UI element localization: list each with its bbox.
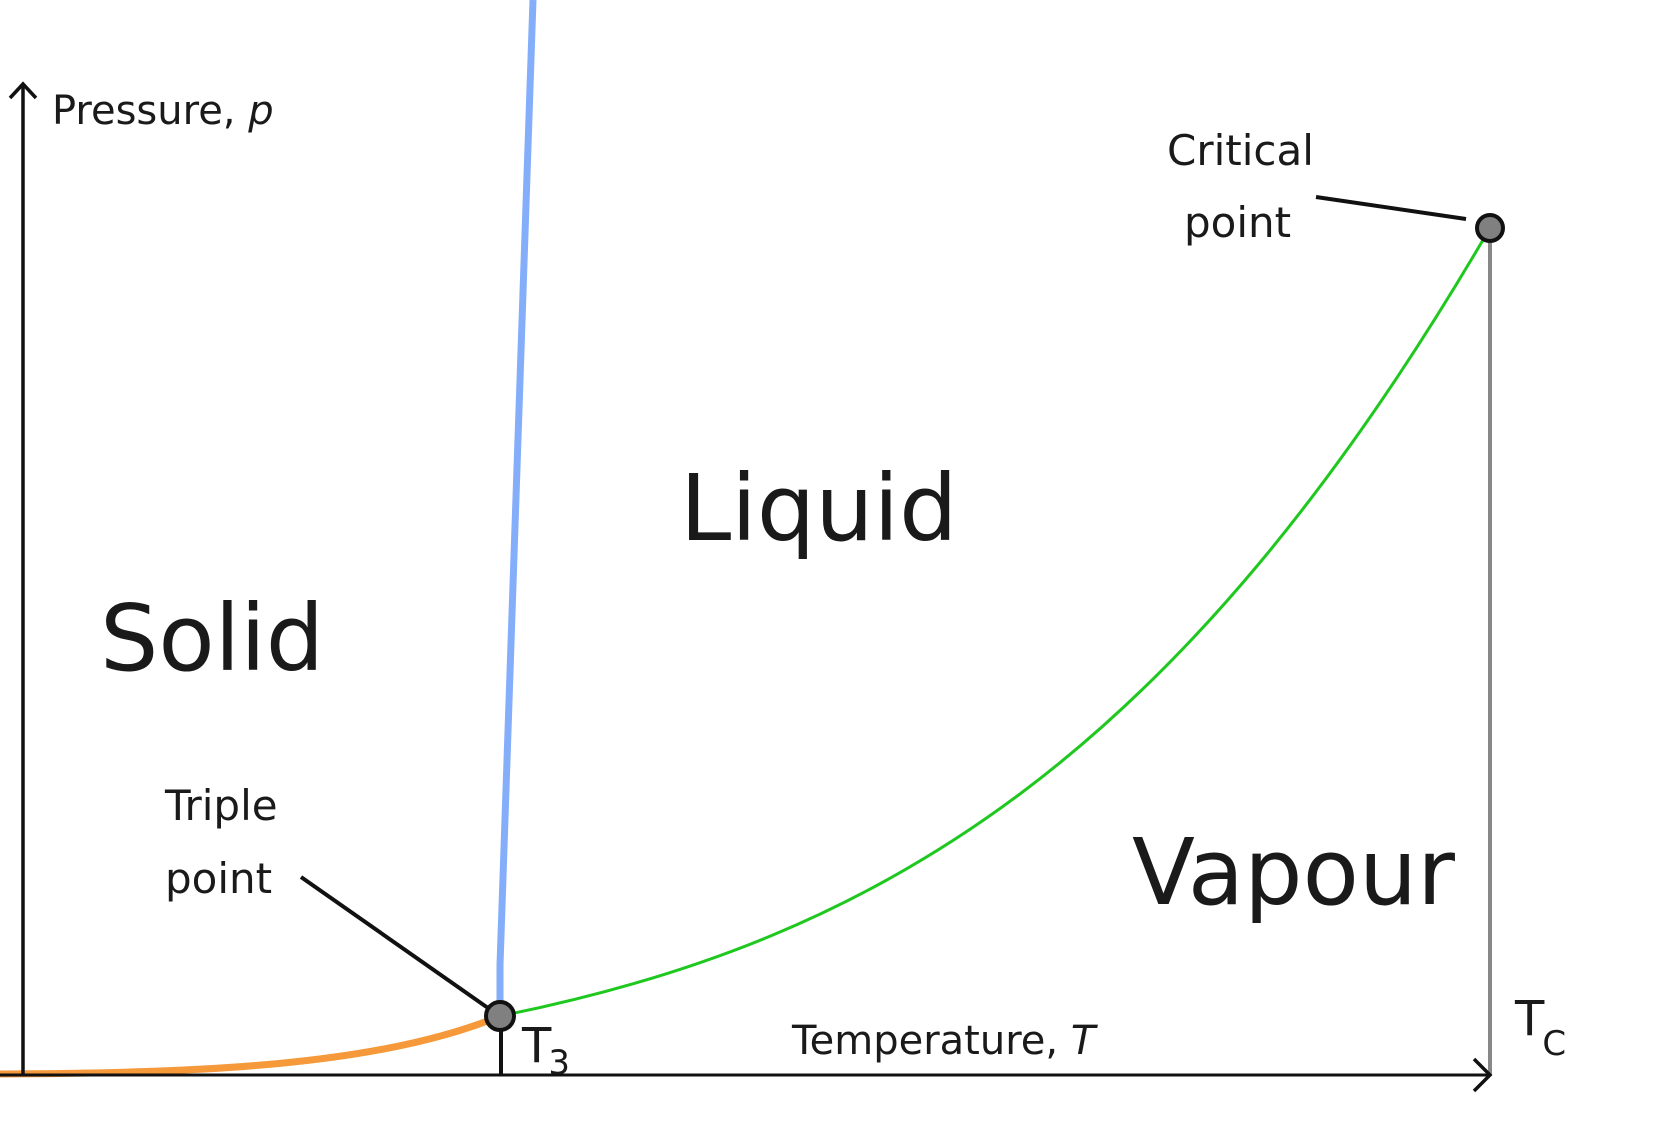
critical-point-leader (1315, 195, 1467, 221)
y-axis-label: Pressure, p (52, 88, 274, 134)
x-axis-arrowhead (1472, 1057, 1493, 1093)
critical-point-label-line1: Critical (1167, 126, 1314, 175)
y-axis-arrowhead (8, 81, 38, 100)
critical-point-marker (1475, 213, 1505, 243)
region-liquid-label: Liquid (680, 455, 957, 562)
vaporization-curve (499, 227, 1492, 1018)
region-solid-label: Solid (100, 585, 324, 692)
x-axis-label: Temperature, T (791, 1018, 1099, 1064)
region-vapour-label: Vapour (1132, 819, 1455, 926)
triple-point-label-line2: point (165, 854, 272, 903)
triple-point-marker (484, 1000, 516, 1032)
critical-point-label-line2: point (1184, 198, 1291, 247)
triple-point-leader (299, 875, 490, 1010)
sublimation-curve (0, 1012, 502, 1078)
critical-temperature-label: TC (1514, 991, 1566, 1064)
triple-point-label-line1: Triple (164, 781, 278, 830)
fusion-curve (496, 0, 537, 1016)
triple-temperature-label: T3 (521, 1018, 570, 1083)
